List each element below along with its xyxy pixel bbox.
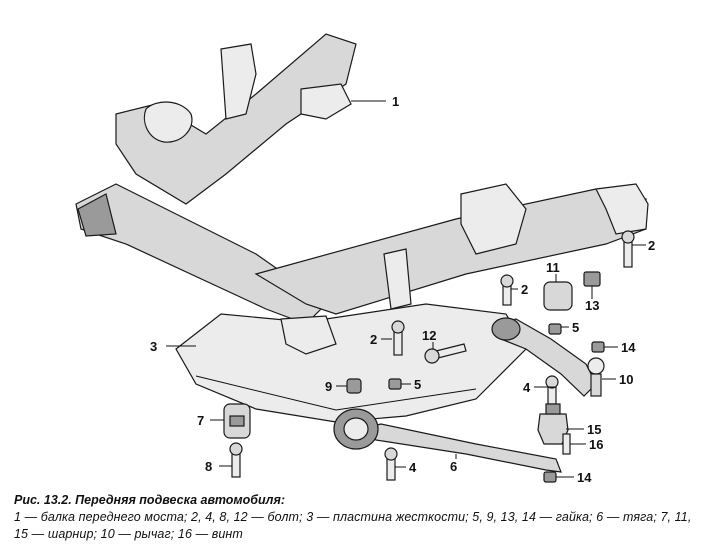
caption-title: Рис. 13.2. Передняя подвеска автомобиля: xyxy=(14,493,285,507)
callout-4-right: 4 xyxy=(523,380,531,395)
callout-10: 10 xyxy=(619,372,633,387)
nut-14-lower xyxy=(543,471,557,483)
ball-joint-15 xyxy=(537,413,569,445)
callout-16: 16 xyxy=(589,437,603,452)
axle-beam-rear-arm xyxy=(115,33,357,205)
axle-beam-right-end xyxy=(595,183,649,235)
axle-beam-lower-mount xyxy=(280,315,337,355)
control-arm xyxy=(495,318,597,397)
callout-1: 1 xyxy=(392,94,399,109)
nut-5-right xyxy=(548,323,562,335)
caption-legend: 1 — балка переднего моста; 2, 4, 8, 12 —… xyxy=(14,510,692,541)
callout-2-left: 2 xyxy=(370,332,377,347)
callout-9: 9 xyxy=(325,379,332,394)
leader-lines xyxy=(166,100,646,478)
nut-5-left xyxy=(388,378,402,390)
callout-2-right: 2 xyxy=(648,238,655,253)
callout-11: 11 xyxy=(546,260,560,275)
callout-14-upper: 14 xyxy=(621,340,636,355)
callout-13: 13 xyxy=(585,298,599,313)
axle-beam-left-end xyxy=(77,193,117,237)
nut-14-upper xyxy=(591,341,605,353)
axle-beam-center-post xyxy=(383,248,412,310)
screw-16 xyxy=(562,433,571,455)
callout-4-lower: 4 xyxy=(409,460,417,475)
callout-8: 8 xyxy=(205,459,212,474)
axle-beam-crossmember xyxy=(254,188,647,315)
callout-12: 12 xyxy=(422,328,436,343)
suspension-diagram: 1 2 2 2 3 4 4 5 5 6 7 8 9 10 11 12 13 14… xyxy=(75,33,655,485)
callout-numbers: 1 2 2 2 3 4 4 5 5 6 7 8 9 10 11 12 13 14… xyxy=(150,94,655,485)
callout-15: 15 xyxy=(587,422,601,437)
nut-9 xyxy=(346,378,362,394)
callout-3: 3 xyxy=(150,339,157,354)
callout-7: 7 xyxy=(197,413,204,428)
callout-5-left: 5 xyxy=(414,377,421,392)
arm-bushing xyxy=(491,317,521,341)
joint-11 xyxy=(543,281,573,311)
nut-13 xyxy=(583,271,601,287)
figure-caption: Рис. 13.2. Передняя подвеска автомобиля:… xyxy=(14,492,694,543)
axle-beam-mount-left xyxy=(143,101,193,143)
callout-6: 6 xyxy=(450,459,457,474)
callout-2-middle: 2 xyxy=(521,282,528,297)
axle-beam-top-cap xyxy=(300,83,352,120)
callout-5-right: 5 xyxy=(572,320,579,335)
axle-beam-upper-bracket xyxy=(220,43,257,120)
tie-rod xyxy=(359,423,562,473)
axle-beam-mount-right xyxy=(460,183,527,255)
callout-14-lower: 14 xyxy=(577,470,592,485)
arm-ball-stud xyxy=(587,357,605,375)
axle-beam xyxy=(75,183,327,325)
